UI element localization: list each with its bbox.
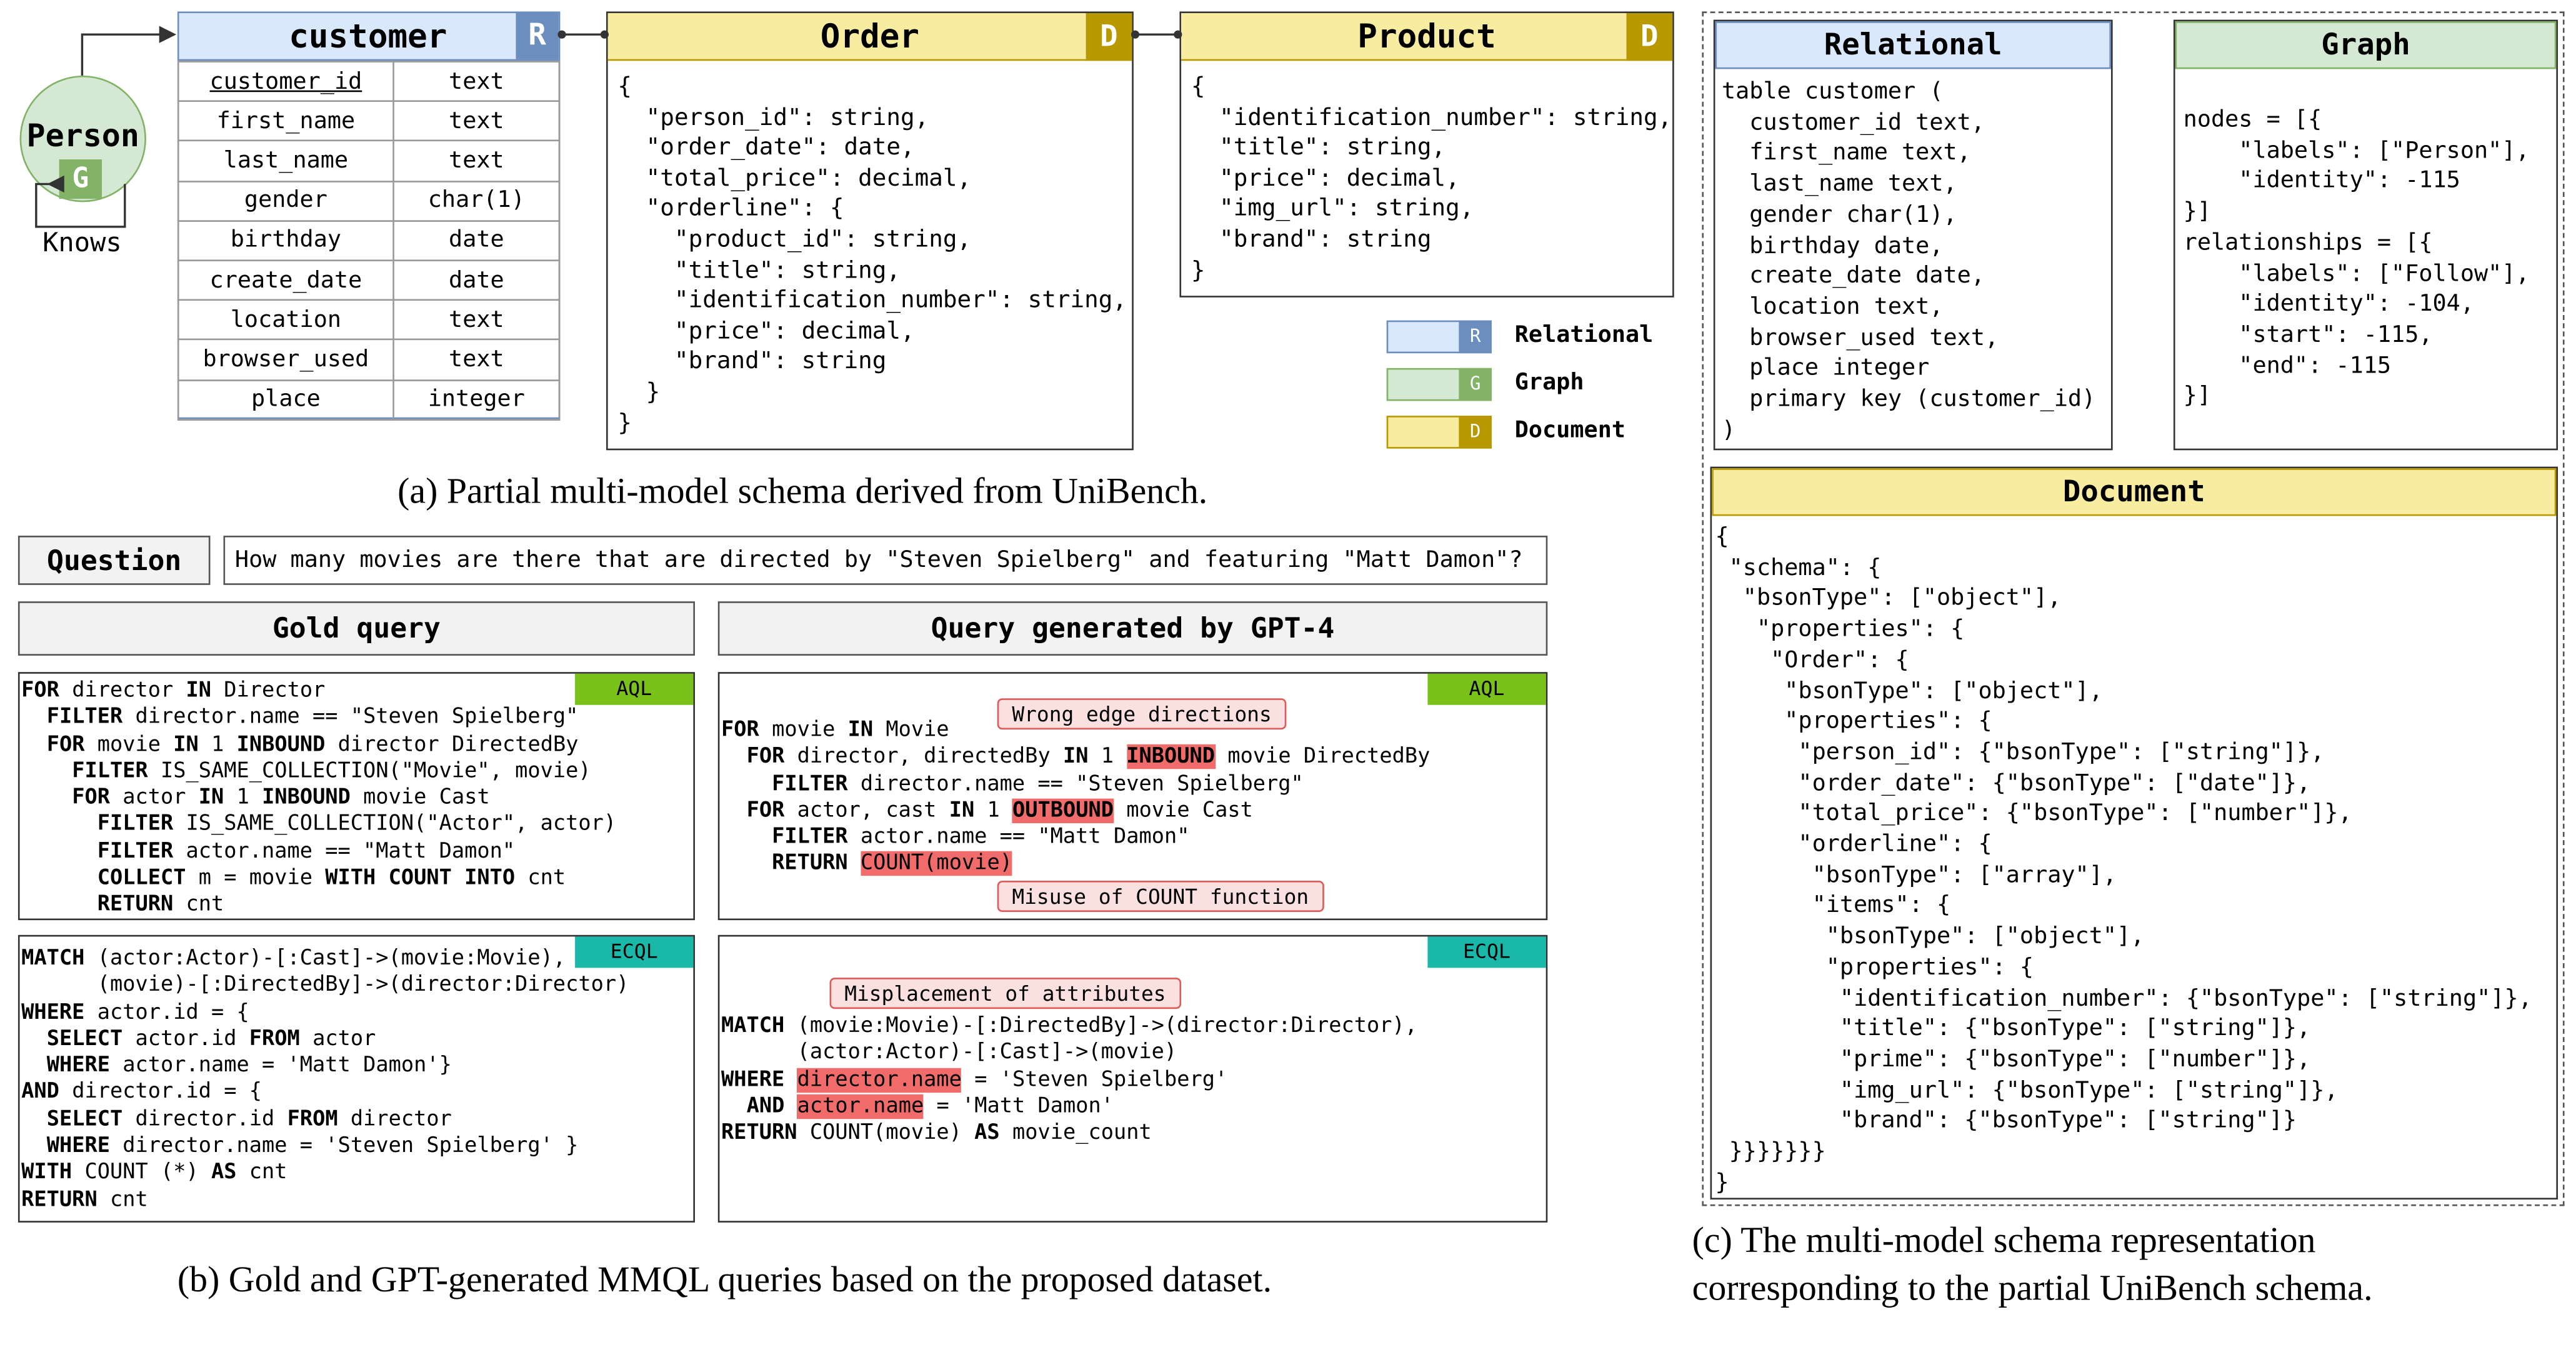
knows-edge-label: Knows — [42, 226, 122, 258]
gold-aql-tag: AQL — [575, 673, 694, 705]
gold-ecql-tag: ECQL — [575, 936, 694, 968]
person-graph-badge: G — [59, 159, 102, 199]
relational-box: Relational table customer ( customer_id … — [1713, 19, 2113, 451]
person-label: Person — [26, 118, 139, 155]
order-schema-body: { "person_id": string, "order_date": dat… — [617, 74, 1127, 437]
panel-a-connectors — [35, 26, 1182, 228]
gold-ecql-box: ECQL MATCH (actor:Actor)-[:Cast]->(movie… — [17, 934, 695, 1223]
customer-column-name: birthday — [177, 219, 394, 261]
customer-column-type: text — [392, 100, 561, 143]
legend: R Relational G Graph D Document — [1386, 320, 1682, 456]
order-header: Order D — [607, 13, 1132, 61]
caption-a: (a) Partial multi-model schema derived f… — [397, 469, 1208, 511]
panel-c-frame — [1702, 11, 2565, 1206]
customer-column-type: text — [392, 299, 561, 341]
customer-column-name: create_date — [177, 259, 394, 301]
customer-column-name: browser_used — [177, 339, 394, 381]
customer-column-name: customer_id — [177, 61, 394, 103]
gpt-aql-code: FOR movie IN Movie FOR director, directe… — [721, 718, 1430, 877]
legend-graph-badge: G — [1459, 368, 1492, 401]
question-label: Question — [17, 535, 211, 585]
gpt-ecql-code: MATCH (movie:Movie)-[:DirectedBy]->(dire… — [721, 1013, 1418, 1146]
legend-graph-label: Graph — [1514, 369, 1584, 396]
customer-column-type: date — [392, 219, 561, 261]
knows-self-loop — [35, 175, 126, 228]
legend-document-badge: D — [1459, 416, 1492, 449]
gpt-ecql-box: ECQL Misplacement of attributes MATCH (m… — [717, 934, 1548, 1223]
order-document-badge: D — [1086, 13, 1132, 61]
product-schema-body: { "identification_number": string, "titl… — [1191, 74, 1672, 284]
customer-table-header: customer R — [179, 13, 559, 61]
caption-c-line1: (c) The multi-model schema representatio… — [1692, 1219, 2316, 1261]
customer-table-title: customer — [289, 16, 447, 56]
legend-relational-badge: R — [1459, 320, 1492, 354]
order-schema-box: Order D { "person_id": string, "order_da… — [606, 11, 1134, 451]
callout-misplacement-of-attributes: Misplacement of attributes — [829, 978, 1181, 1009]
customer-column-type: date — [392, 259, 561, 301]
caption-c-line2: corresponding to the partial UniBench sc… — [1692, 1266, 2373, 1308]
callout-wrong-edge-directions: Wrong edge directions — [997, 698, 1287, 730]
document-header: Document — [1712, 468, 2557, 516]
graph-header: Graph — [2175, 21, 2557, 69]
gpt-aql-tag: AQL — [1427, 673, 1546, 705]
product-schema-box: Product D { "identification_number": str… — [1179, 11, 1674, 298]
gold-aql-box: AQL FOR director IN Director FILTER dire… — [17, 672, 695, 921]
customer-column-name: last_name — [177, 140, 394, 182]
gpt-query-header: Query generated by GPT-4 — [717, 601, 1548, 656]
document-bson-schema: { "schema": { "bsonType": ["object"], "p… — [1715, 524, 2532, 1196]
customer-column-type: text — [392, 339, 561, 381]
gold-ecql-code: MATCH (actor:Actor)-[:Cast]->(movie:Movi… — [21, 946, 629, 1213]
customer-column-name: first_name — [177, 100, 394, 143]
customer-column-type: text — [392, 140, 561, 182]
gold-aql-code: FOR director IN Director FILTER director… — [21, 678, 617, 918]
relational-ddl: table customer ( customer_id text, first… — [1721, 79, 2096, 444]
caption-b: (b) Gold and GPT-generated MMQL queries … — [177, 1258, 1272, 1300]
customer-column-name: place — [177, 378, 394, 421]
product-document-badge: D — [1626, 13, 1673, 61]
order-title: Order — [820, 16, 920, 56]
question-text: How many movies are there that are direc… — [223, 535, 1548, 585]
customer-column-name: location — [177, 299, 394, 341]
customer-column-type: text — [392, 61, 561, 103]
person-to-customer-edge — [81, 26, 177, 76]
callout-misuse-of-count: Misuse of COUNT function — [997, 881, 1324, 912]
gold-query-header: Gold query — [17, 601, 695, 656]
gpt-ecql-tag: ECQL — [1427, 936, 1546, 968]
legend-document-label: Document — [1514, 417, 1626, 444]
customer-relational-badge: R — [516, 13, 559, 59]
document-box: Document { "schema": { "bsonType": ["obj… — [1710, 466, 2559, 1200]
gpt-aql-box: AQL FOR movie IN Movie FOR director, dir… — [717, 672, 1548, 921]
product-header: Product D — [1181, 13, 1673, 61]
product-title: Product — [1357, 16, 1496, 56]
relational-header: Relational — [1715, 21, 2112, 69]
customer-column-type: char(1) — [392, 180, 561, 222]
graph-json: nodes = [{ "labels": ["Person"], "identi… — [2183, 106, 2530, 410]
customer-column-name: gender — [177, 180, 394, 222]
customer-column-type: integer — [392, 378, 561, 421]
legend-relational-label: Relational — [1514, 322, 1654, 349]
graph-box: Graph nodes = [{ "labels": ["Person"], "… — [2173, 19, 2559, 451]
